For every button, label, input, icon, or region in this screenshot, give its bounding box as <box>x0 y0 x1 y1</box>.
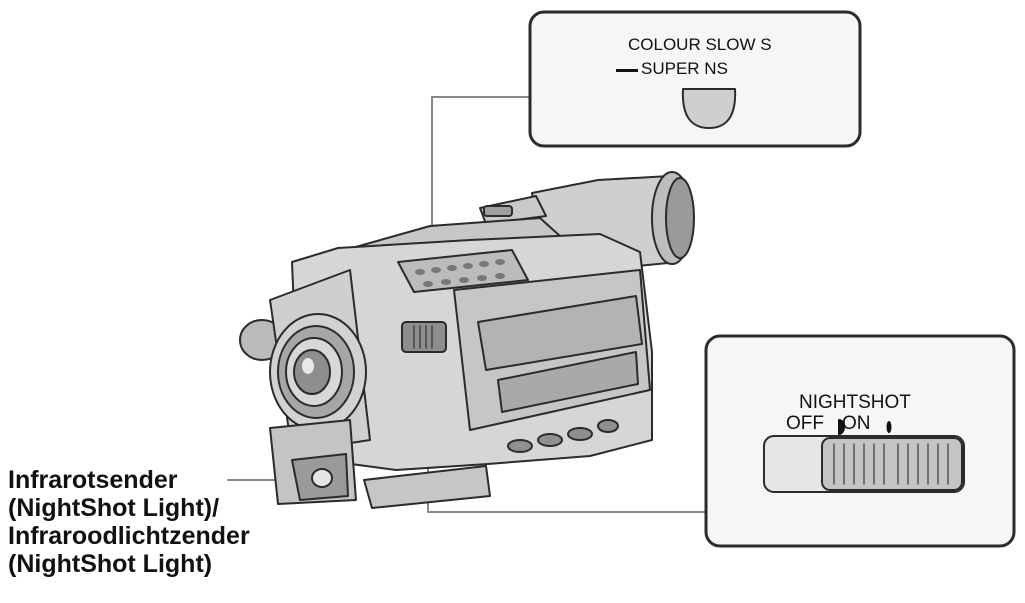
switch-ridges <box>413 325 433 349</box>
off-label: OFF <box>786 413 824 434</box>
leader-top-callout <box>431 96 531 279</box>
lens-assembly <box>239 269 371 453</box>
colour-slow-s-label: COLOUR SLOW S <box>628 35 772 54</box>
super-ns-button-shape <box>681 88 737 129</box>
lower-grip <box>497 351 639 413</box>
infrared-label-line3: Infraroodlichtzender <box>8 522 250 550</box>
slide-switch-knob <box>821 437 963 491</box>
infrared-emitter-label: Infrarotsender (NightShot Light)/ Infrar… <box>8 466 250 578</box>
slide-switch-ridges <box>833 443 949 485</box>
infrared-emitter <box>269 419 491 509</box>
on-label: ON <box>842 413 871 434</box>
bottom-buttons <box>507 419 619 453</box>
infrared-label-line1: Infrarotsender <box>8 466 178 494</box>
control-buttons <box>415 259 505 287</box>
infrared-label-line2: (NightShot Light)/ <box>8 494 220 522</box>
infrared-label-line4: (NightShot Light) <box>8 550 213 578</box>
position-marker-icon <box>886 421 892 433</box>
on-marker-icon <box>838 419 845 435</box>
super-ns-dash <box>616 69 638 72</box>
nightshot-label: NIGHTSHOT <box>799 392 911 413</box>
callout-right-box <box>704 334 1016 548</box>
super-ns-label: SUPER NS <box>641 59 728 78</box>
callout-top-box <box>528 10 862 148</box>
body-nightshot-switch <box>401 321 447 353</box>
lcd-panel <box>477 295 643 371</box>
